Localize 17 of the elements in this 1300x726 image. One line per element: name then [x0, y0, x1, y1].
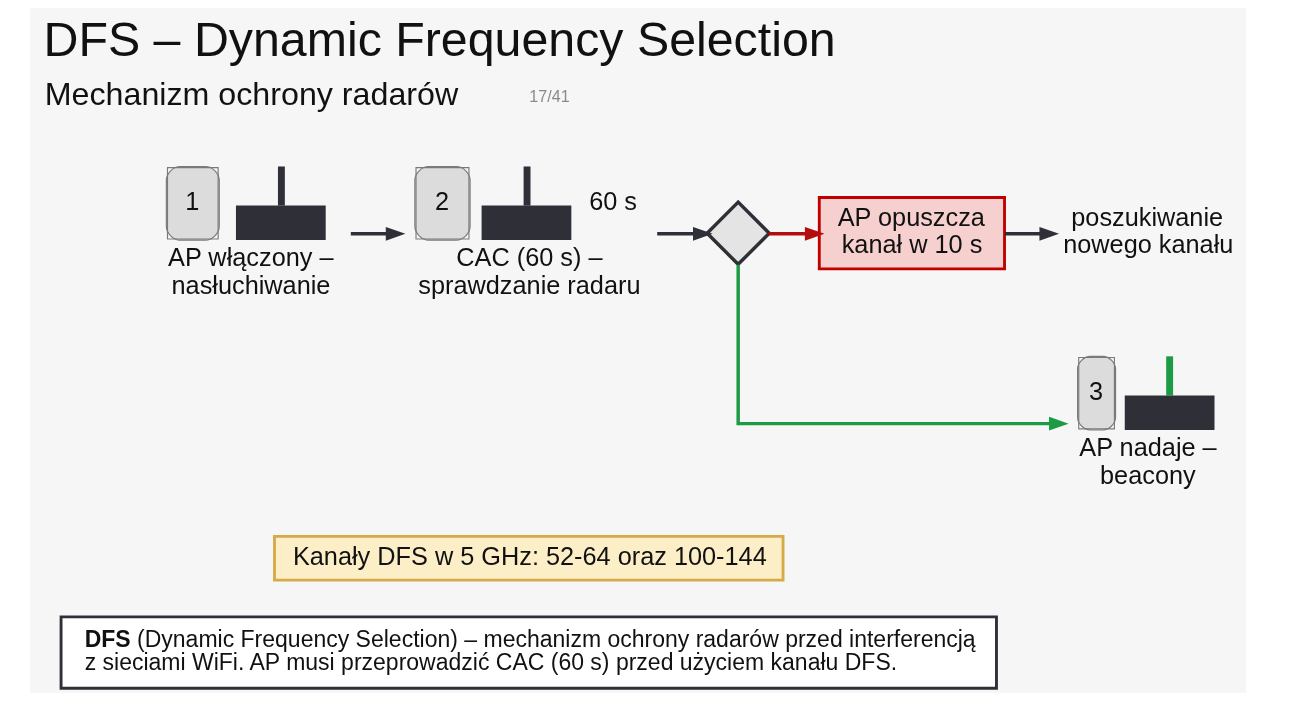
- node-label: 60 s: [588, 186, 637, 215]
- node-label: AP nadaje – beacony: [1078, 432, 1217, 489]
- node-diamond: [704, 199, 772, 267]
- diagram-title: DFS – Dynamic Frequency Selection: [43, 12, 836, 67]
- label: 17/41: [528, 86, 570, 105]
- arrow: [350, 226, 405, 241]
- arrow: [1004, 226, 1059, 241]
- node-label: CAC (60 s) – sprawdzanie radaru: [417, 243, 640, 299]
- arrow: [768, 226, 824, 241]
- node-label: AP włączony – nasłuchiwanie: [167, 243, 334, 299]
- node-text: poszukiwanie nowego kanału: [1062, 202, 1233, 259]
- node-box: DFS (Dynamic Frequency Selection) – mechanizm ochrony radarów przed interferencją z sieciami WiFi. AP musi przeprowadzić CAC (60 s) przed użyciem kanału DFS.: [59, 615, 998, 690]
- node-box: AP opuszcza kanał w 10 s: [817, 196, 1006, 271]
- arrow: [735, 264, 1069, 431]
- node-box: Kanały DFS w 5 GHz: 52-64 oraz 100-144: [272, 534, 784, 582]
- label: Mechanizm ochrony radarów: [44, 76, 458, 113]
- arrow: [656, 226, 713, 241]
